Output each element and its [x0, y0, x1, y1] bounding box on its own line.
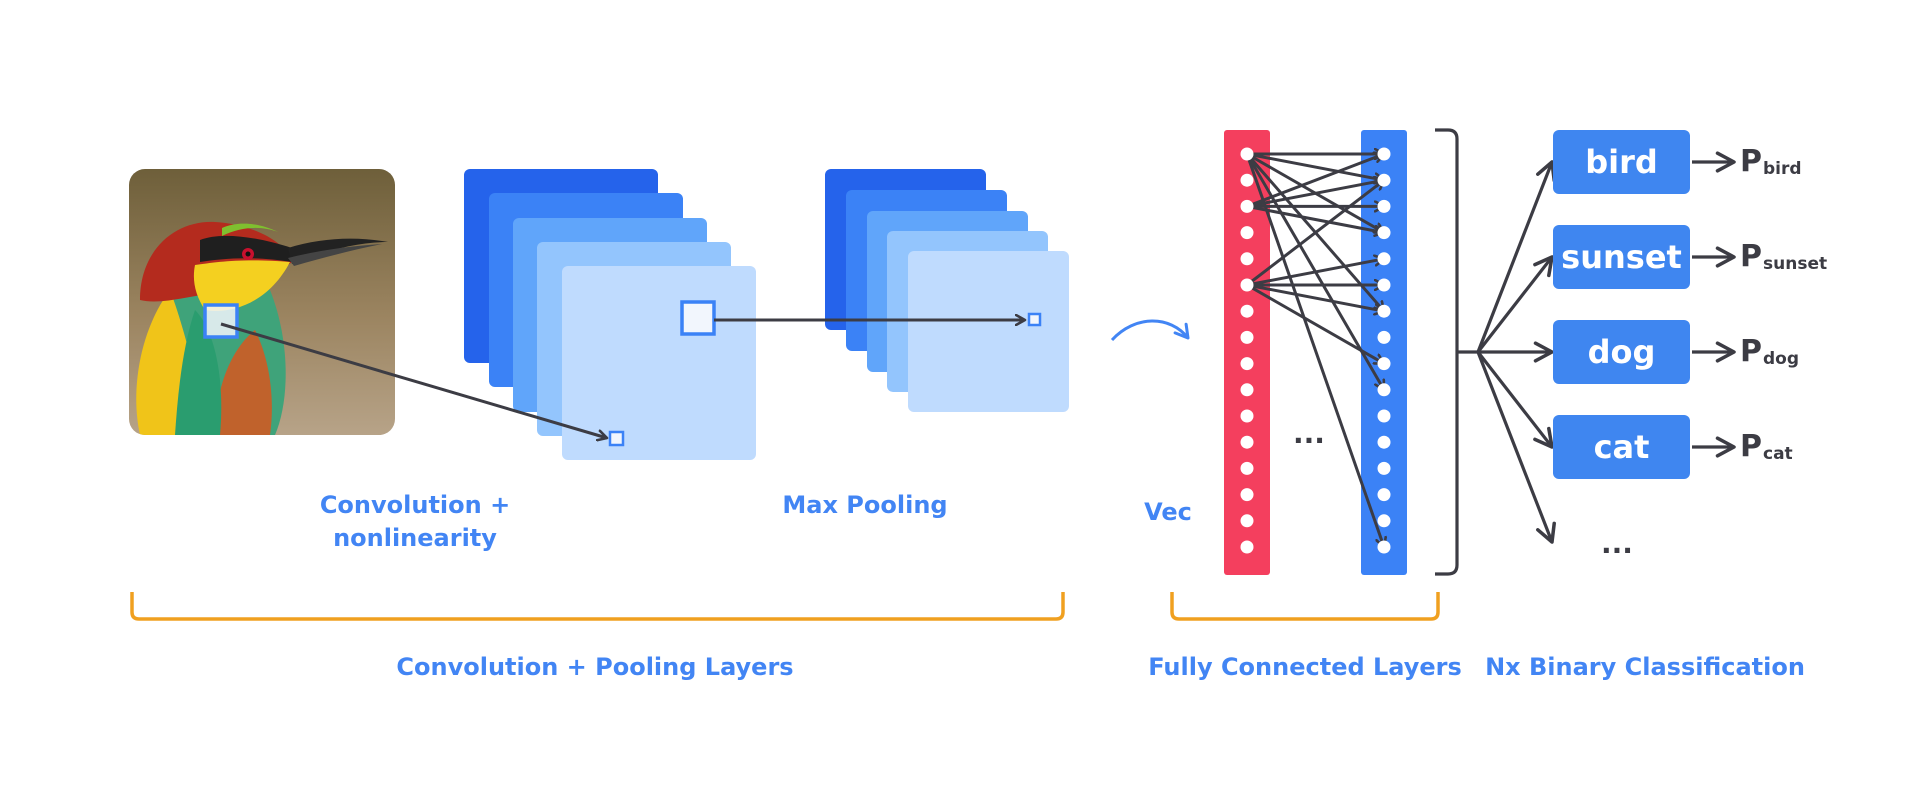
- fc-nodes: [1240, 147, 1391, 554]
- receptive-field-square: [203, 303, 239, 339]
- vec-node-red: [1240, 540, 1254, 554]
- classification-arrows: [1476, 160, 1556, 544]
- fc-edge: [1246, 152, 1384, 180]
- prob-cat: Pcat: [1740, 429, 1793, 465]
- class-box-bird: bird: [1553, 130, 1690, 194]
- vec-column-red: [1224, 130, 1270, 575]
- probability-arrows: [1692, 151, 1736, 458]
- fc-edge: [1246, 204, 1384, 232]
- binary-classification-label: Nx Binary Classification: [1485, 653, 1805, 681]
- fc-edge: [1246, 283, 1384, 365]
- curved-arrow-icon: [1110, 319, 1190, 342]
- vec-node-red: [1240, 278, 1254, 292]
- vec-node-red: [1240, 435, 1254, 449]
- convolution-label: Convolution + nonlinearity: [319, 491, 511, 552]
- vec-node-red: [1240, 357, 1254, 371]
- vec-node-blue: [1377, 199, 1391, 213]
- fc-edge: [1246, 259, 1384, 287]
- fc-edge: [1246, 180, 1384, 287]
- fc-bracket: [1170, 592, 1440, 621]
- fc-edge: [1245, 153, 1384, 547]
- pooling-window-square: [680, 300, 716, 336]
- conv-pool-bracket: [130, 592, 1065, 621]
- vec-node-red: [1240, 514, 1254, 528]
- fc-ellipsis: ...: [1293, 417, 1325, 450]
- prob-sunset: Psunset: [1740, 239, 1828, 275]
- vec-node-blue: [1377, 173, 1391, 187]
- vec-node-blue: [1377, 304, 1391, 318]
- vec-node-blue: [1377, 540, 1391, 554]
- vec-node-red: [1240, 488, 1254, 502]
- fc-edge: [1246, 283, 1384, 311]
- class-box-dog: dog: [1553, 320, 1690, 384]
- vec-node-red: [1240, 173, 1254, 187]
- vec-node-red: [1240, 147, 1254, 161]
- vec-node-blue: [1377, 330, 1391, 344]
- vec-node-blue: [1377, 147, 1391, 161]
- conv-arrow: [220, 322, 607, 438]
- pooling-feature-maps: [825, 169, 1069, 412]
- vec-node-red: [1240, 304, 1254, 318]
- vec-node-blue: [1377, 461, 1391, 475]
- vec-node-blue: [1377, 488, 1391, 502]
- vec-node-blue: [1377, 226, 1391, 240]
- vec-node-blue: [1377, 435, 1391, 449]
- conv-pool-layers-label: Convolution + Pooling Layers: [396, 653, 794, 681]
- fully-connected-label: Fully Connected Layers: [1148, 653, 1462, 681]
- fc-output-bracket: [1435, 128, 1459, 576]
- vec-node-red: [1240, 330, 1254, 344]
- vec-node-red: [1240, 461, 1254, 475]
- vec-node-red: [1240, 409, 1254, 423]
- conv-output-pixel: [608, 430, 625, 447]
- vec-node-red: [1240, 226, 1254, 240]
- vec-column-blue: [1361, 130, 1407, 575]
- vec-node-red: [1240, 199, 1254, 213]
- class-ellipsis: ...: [1601, 527, 1633, 560]
- class-box-cat: cat: [1553, 415, 1690, 479]
- fc-edge: [1246, 154, 1384, 208]
- fc-edges: [1245, 152, 1384, 547]
- vec-node-blue: [1377, 409, 1391, 423]
- vec-node-red: [1240, 383, 1254, 397]
- max-pooling-label: Max Pooling: [782, 491, 948, 519]
- vec-node-blue: [1377, 383, 1391, 397]
- vec-node-blue: [1377, 278, 1391, 292]
- prob-dog: Pdog: [1740, 334, 1800, 370]
- vec-node-blue: [1377, 514, 1391, 528]
- class-box-sunset: sunset: [1553, 225, 1690, 289]
- vec-label: Vec: [1144, 498, 1192, 526]
- fc-edge: [1246, 180, 1384, 208]
- vec-node-red: [1240, 252, 1254, 266]
- vec-node-blue: [1377, 252, 1391, 266]
- input-bird-image: [129, 169, 395, 435]
- pool-output-pixel: [1027, 312, 1042, 327]
- vec-node-blue: [1377, 357, 1391, 371]
- convolution-feature-maps: [464, 169, 756, 460]
- prob-bird: Pbird: [1740, 144, 1802, 180]
